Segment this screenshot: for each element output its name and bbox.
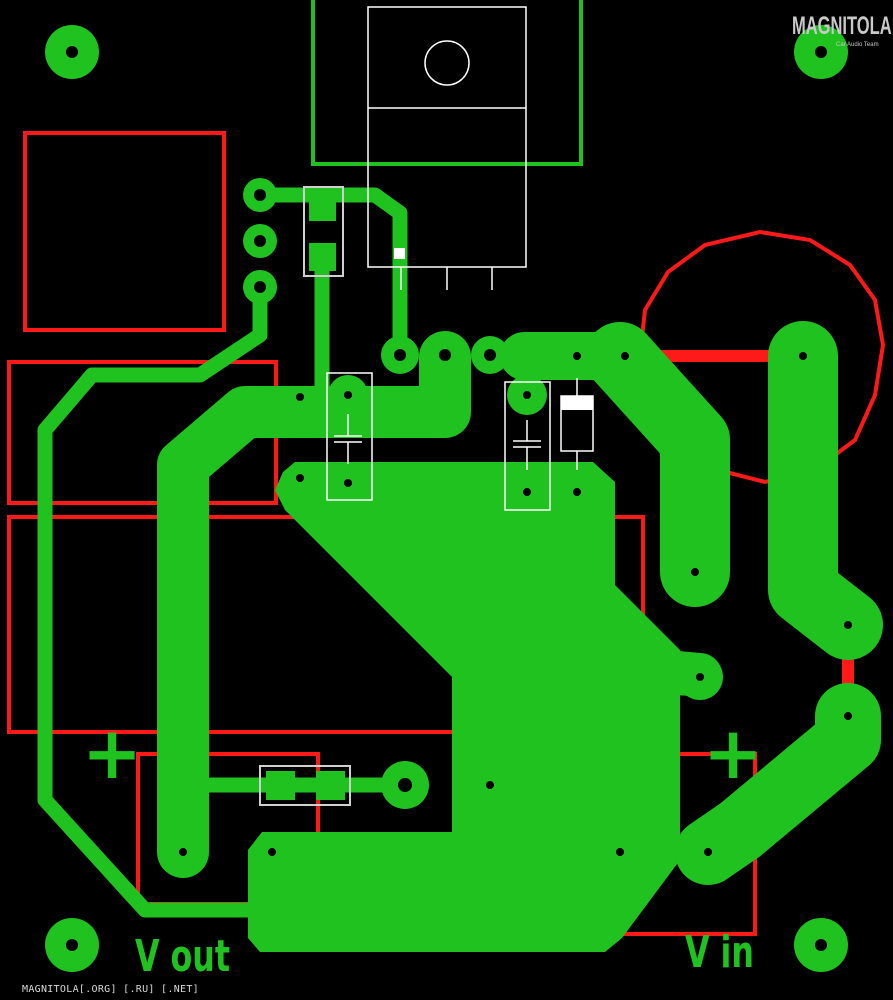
via bbox=[523, 488, 531, 496]
drill-hole bbox=[484, 349, 496, 361]
via bbox=[573, 352, 581, 360]
footer-credit: MAGNITOLA[.ORG] [.RU] [.NET] bbox=[22, 984, 199, 995]
regulator-pin1-marker bbox=[394, 248, 405, 259]
regulator-body bbox=[367, 6, 527, 268]
via bbox=[573, 488, 581, 496]
trace-output-rail bbox=[157, 331, 471, 878]
via bbox=[296, 474, 304, 482]
smd-pad-r1-top bbox=[309, 193, 336, 221]
drill-hole bbox=[815, 939, 827, 951]
drill-holes bbox=[66, 46, 827, 951]
ground-pour-main bbox=[248, 462, 680, 952]
via bbox=[179, 848, 187, 856]
via bbox=[696, 673, 704, 681]
via bbox=[486, 781, 494, 789]
via-points bbox=[179, 352, 852, 856]
heatsink-outline bbox=[311, 0, 583, 166]
via bbox=[621, 352, 629, 360]
regulator-mount-hole bbox=[424, 40, 470, 86]
trace-right-vertical bbox=[768, 321, 883, 660]
via bbox=[344, 391, 352, 399]
courtyard-top-left bbox=[23, 131, 226, 332]
capacitor-c2-outline bbox=[504, 381, 551, 511]
drill-hole bbox=[66, 46, 78, 58]
input-terminal-label: V in bbox=[685, 927, 754, 978]
resistor-r1-outline bbox=[303, 186, 344, 277]
watermark-logo: MAGNITOLA Car Audio Team bbox=[792, 14, 892, 54]
via bbox=[296, 393, 304, 401]
polarity-plus-input: + bbox=[703, 711, 763, 795]
drill-hole bbox=[254, 189, 266, 201]
watermark-logo-text: MAGNITOLA bbox=[792, 12, 892, 40]
drill-hole bbox=[254, 281, 266, 293]
via bbox=[691, 568, 699, 576]
capacitor-c1-outline bbox=[326, 372, 373, 501]
drill-hole bbox=[439, 349, 451, 361]
smd-pad-r2-left bbox=[266, 771, 295, 800]
smd-pad-r1-bottom bbox=[309, 243, 336, 271]
courtyard-round-component bbox=[637, 229, 886, 485]
via bbox=[844, 712, 852, 720]
diode-cathode-band bbox=[561, 396, 593, 410]
resistor-r2-outline bbox=[259, 765, 351, 806]
via bbox=[268, 848, 276, 856]
watermark-tagline: Car Audio Team bbox=[836, 42, 879, 48]
pads bbox=[45, 25, 848, 972]
via bbox=[616, 848, 624, 856]
drill-hole bbox=[254, 235, 266, 247]
via bbox=[844, 621, 852, 629]
output-terminal-label: V out bbox=[135, 931, 231, 982]
drill-hole bbox=[394, 349, 406, 361]
drill-hole bbox=[815, 46, 827, 58]
smd-pad-r2-right bbox=[316, 771, 345, 800]
drill-hole bbox=[398, 778, 412, 792]
drill-hole bbox=[66, 939, 78, 951]
via bbox=[523, 391, 531, 399]
trace-feedback-loop bbox=[37, 281, 268, 918]
via bbox=[344, 479, 352, 487]
via bbox=[704, 848, 712, 856]
polarity-plus-output: + bbox=[82, 711, 142, 795]
trace-input-diagonal bbox=[585, 322, 730, 607]
trace-input-terminal bbox=[675, 683, 881, 885]
via bbox=[799, 352, 807, 360]
copper-traces bbox=[37, 187, 883, 918]
